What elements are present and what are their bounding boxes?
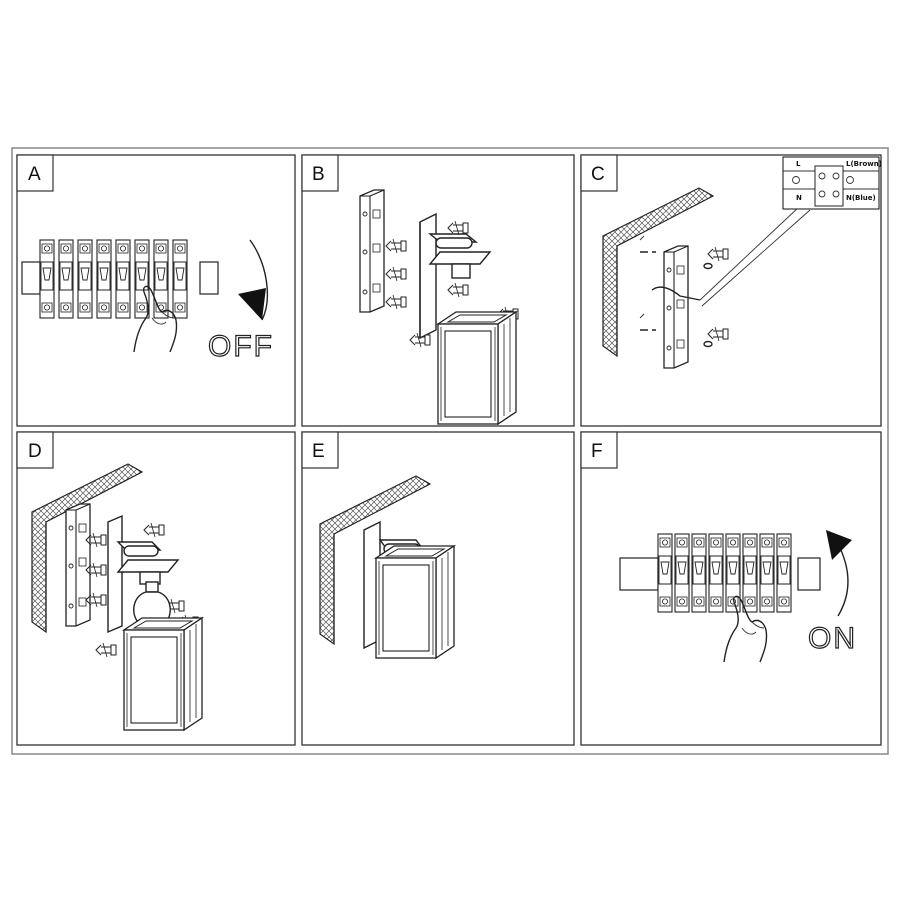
step-a-letter: A xyxy=(28,164,41,185)
step-f-letter: F xyxy=(591,441,603,462)
panel-b: B xyxy=(301,154,575,427)
rotate-arrow-icon xyxy=(837,547,849,617)
terminal-callout: L L(Brown) N N(Blue) xyxy=(699,156,882,307)
step-c-label-box xyxy=(580,154,618,192)
terminal-blue-label: N(Blue) xyxy=(846,194,876,202)
terminal-n-label: N xyxy=(796,194,802,202)
step-e-label-box xyxy=(301,431,339,469)
step-f-label-box xyxy=(580,431,618,469)
step-e-letter: E xyxy=(312,441,325,462)
panel-a: A OFF xyxy=(16,154,296,427)
on-text: ON xyxy=(808,622,857,655)
wall-bracket-icon xyxy=(419,212,492,340)
panel-c: C L L(Brown) N N(Blue) xyxy=(580,154,882,427)
breaker-panel xyxy=(21,239,219,319)
panel-e: E xyxy=(301,431,575,746)
mounting-plate-icon xyxy=(663,245,689,369)
breaker-panel xyxy=(619,533,821,613)
terminal-brown-label: L(Brown) xyxy=(846,160,882,168)
step-d-letter: D xyxy=(28,441,42,462)
lantern-icon xyxy=(123,617,203,731)
cable-icon xyxy=(651,286,701,301)
panel-f: F ON xyxy=(580,431,882,746)
lantern-icon xyxy=(437,311,517,425)
rotate-arrow-icon xyxy=(249,239,268,321)
mounting-plate-icon xyxy=(359,189,385,313)
step-d-label-box xyxy=(16,431,54,469)
step-b-label-box xyxy=(301,154,339,192)
step-c-letter: C xyxy=(591,164,605,185)
terminal-l-label: L xyxy=(796,160,801,168)
installed-lamp-icon xyxy=(363,520,455,659)
mounting-plate-icon xyxy=(65,503,91,627)
off-text: OFF xyxy=(208,330,274,363)
outer-frame xyxy=(11,147,889,755)
step-b-letter: B xyxy=(312,164,325,185)
step-a-label-box xyxy=(16,154,54,192)
wall-plugs xyxy=(639,235,656,331)
wall-bracket-icon xyxy=(107,514,180,634)
panel-d: D xyxy=(16,431,296,746)
